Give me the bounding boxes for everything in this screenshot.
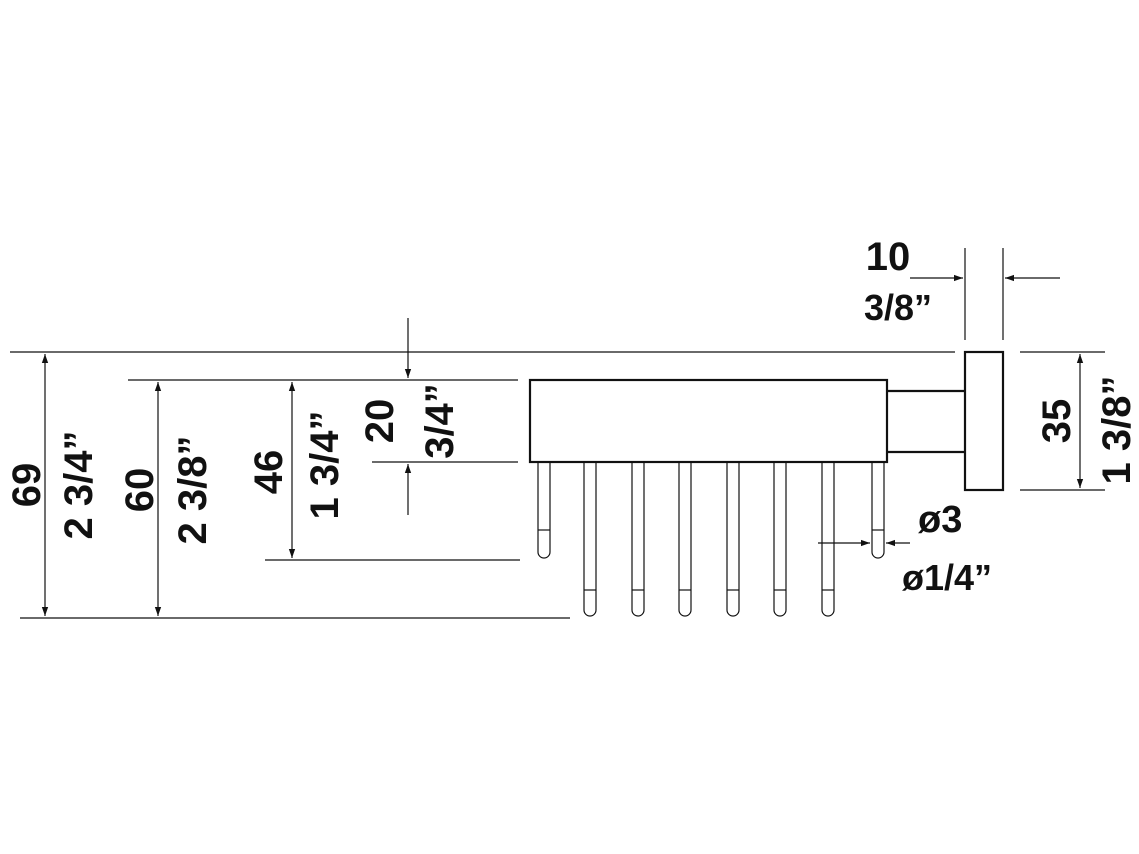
hook-long bbox=[773, 462, 787, 617]
rail-body bbox=[528, 378, 889, 464]
towel-rail-object bbox=[528, 350, 1005, 617]
label-35-mm: 35 bbox=[1035, 399, 1079, 444]
hooks bbox=[537, 462, 885, 617]
label-10-mm: 10 bbox=[866, 235, 911, 279]
hook-short bbox=[537, 462, 551, 559]
label-60-mm: 60 bbox=[118, 468, 162, 513]
extension-lines bbox=[10, 248, 1105, 619]
label-20-in: 3/4” bbox=[418, 383, 462, 459]
hook-short bbox=[871, 462, 885, 559]
label-diameter-in: ø1/4” bbox=[902, 557, 992, 598]
hook-long bbox=[678, 462, 692, 617]
label-46-in: 1 3/4” bbox=[303, 411, 347, 520]
wall-rosette bbox=[963, 350, 1005, 492]
label-69-mm: 69 bbox=[5, 463, 49, 508]
rail-arm bbox=[887, 389, 965, 454]
label-69-in: 2 3/4” bbox=[57, 431, 101, 540]
label-60-in: 2 3/8” bbox=[171, 436, 215, 545]
hook-long bbox=[821, 462, 835, 617]
hook-long bbox=[583, 462, 597, 617]
hook-long bbox=[631, 462, 645, 617]
dimension-labels: 69 2 3/4” 60 2 3/8” 46 1 3/4” 20 3/4” 35… bbox=[5, 235, 1139, 598]
dimension-lines bbox=[41, 274, 1084, 616]
hook-long bbox=[726, 462, 740, 617]
label-diameter-mm: ø3 bbox=[918, 499, 962, 541]
label-10-in: 3/8” bbox=[864, 287, 932, 328]
label-20-mm: 20 bbox=[358, 399, 402, 444]
label-35-in: 1 3/8” bbox=[1095, 376, 1139, 485]
label-46-mm: 46 bbox=[247, 450, 291, 495]
